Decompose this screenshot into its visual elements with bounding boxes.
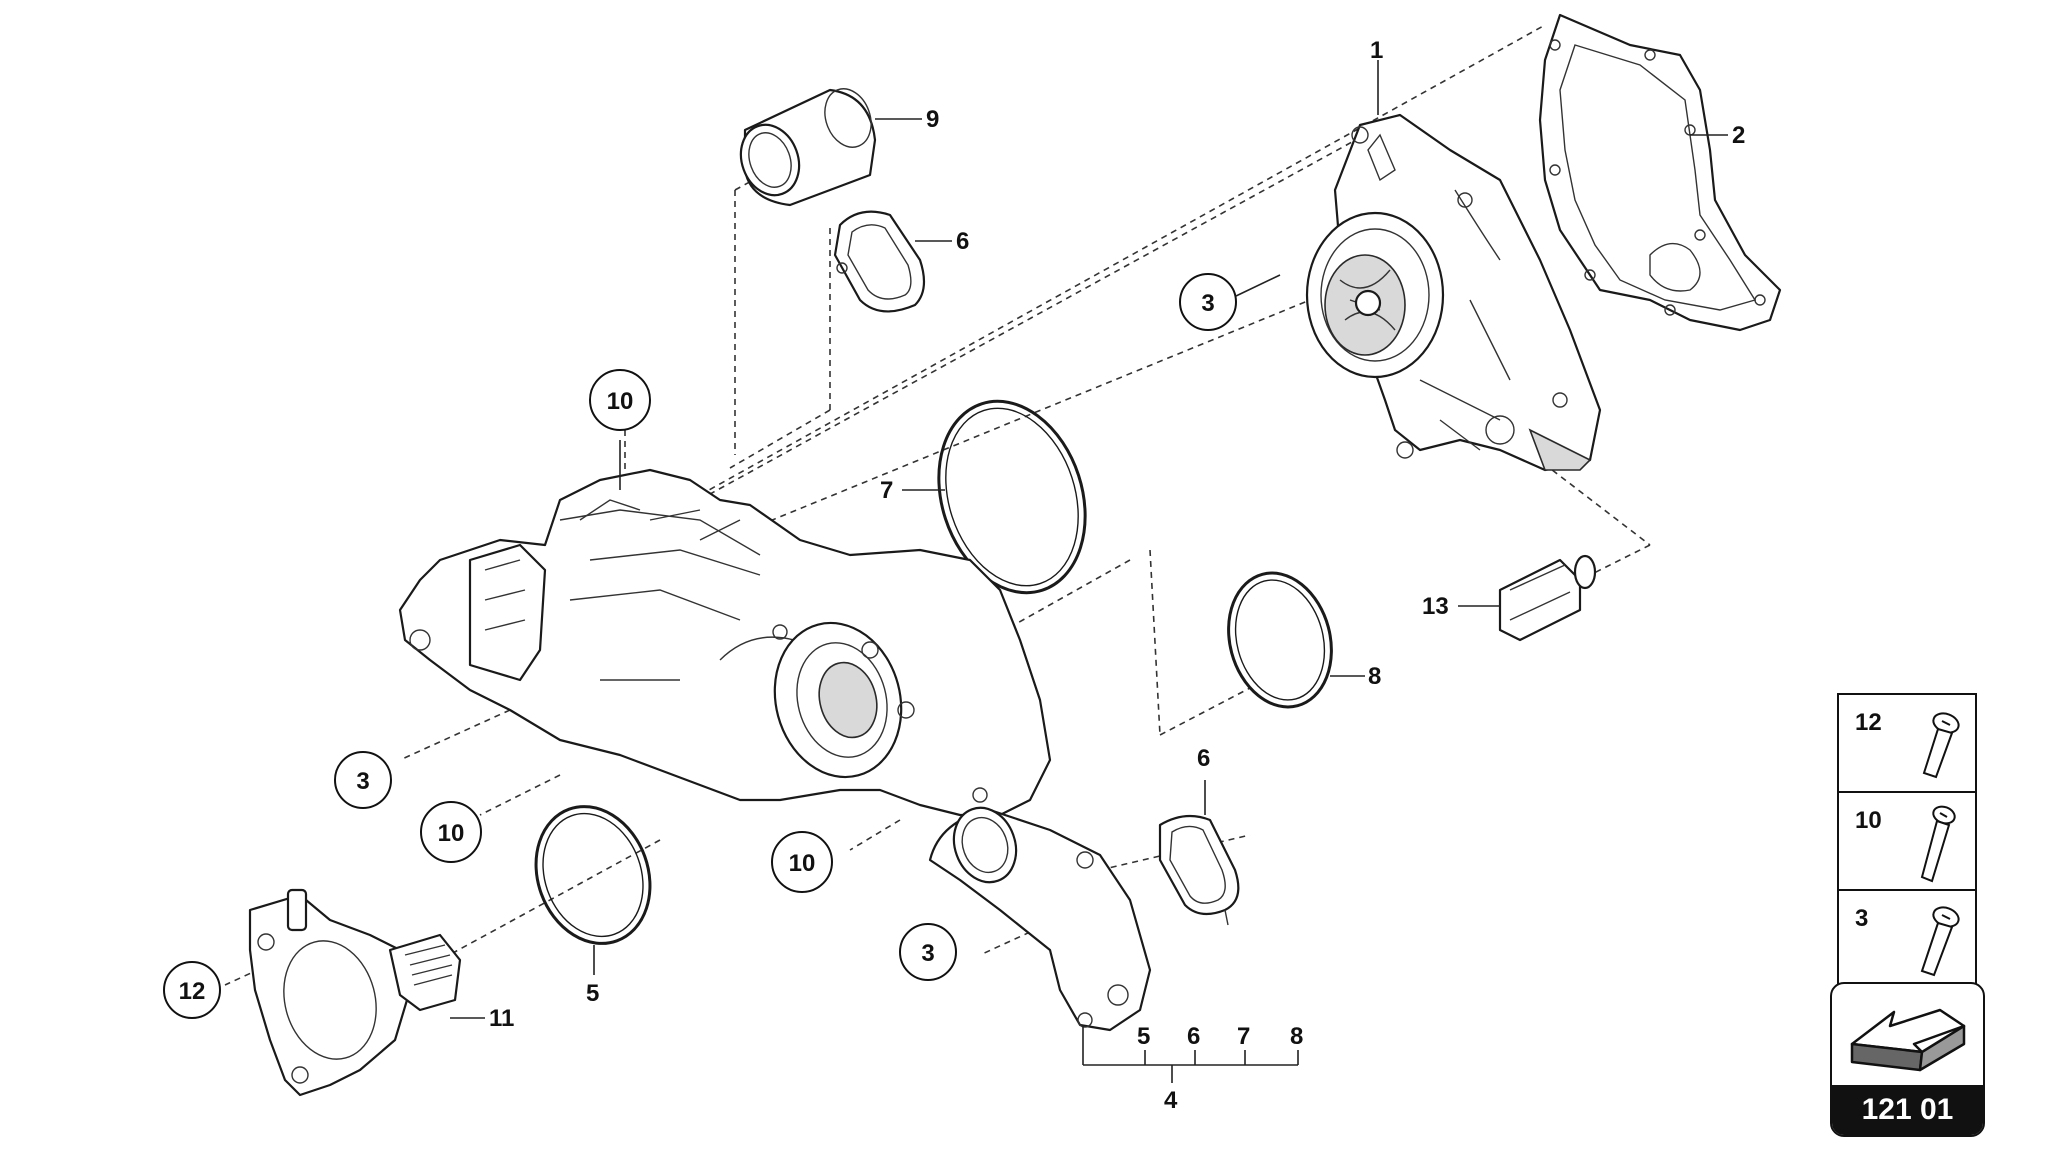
- callout-circle-12: 12: [163, 961, 221, 1019]
- kit-label-4: 4: [1164, 1087, 1178, 1114]
- callout-5: 5: [586, 980, 599, 1007]
- thermostat-part: [248, 888, 462, 1097]
- bolt-icon: [1920, 805, 1956, 883]
- callout-circle-10-mid: 10: [771, 831, 833, 893]
- outlet-pipe-part: [928, 806, 1152, 1032]
- sleeve-part: [739, 88, 877, 207]
- callout-6-bottom: 6: [1197, 745, 1210, 772]
- kit-label-5: 5: [1137, 1023, 1150, 1050]
- bolt-icon: [1920, 906, 1960, 977]
- page-reference-box[interactable]: 121 01: [1830, 982, 1985, 1137]
- callout-8: 8: [1368, 663, 1381, 690]
- seal-bottom-part: [1158, 814, 1240, 926]
- callout-circle-3-left: 3: [334, 751, 392, 809]
- gasket-part: [1538, 13, 1782, 332]
- o-ring-large-part: [937, 399, 1087, 595]
- callout-13: 13: [1422, 593, 1449, 620]
- o-ring-part: [1227, 571, 1333, 709]
- callout-12: 12: [179, 978, 206, 1005]
- legend-cell-3: 3: [1839, 891, 1975, 989]
- callout-7: 7: [880, 477, 893, 504]
- callout-3-pump: 3: [1201, 290, 1214, 317]
- callout-6-top: 6: [956, 228, 969, 255]
- seal-top-part: [833, 210, 926, 313]
- callout-3-bottom: 3: [921, 940, 934, 967]
- temperature-sensor-part: [1498, 554, 1597, 642]
- legend-number: 10: [1855, 807, 1882, 834]
- callout-circle-10-left: 10: [420, 801, 482, 863]
- callout-10-mid: 10: [789, 850, 816, 877]
- kit-label-7: 7: [1237, 1023, 1250, 1050]
- legend-cell-10: 10: [1839, 793, 1975, 891]
- callout-circle-10-top: 10: [589, 369, 651, 431]
- callout-9: 9: [926, 106, 939, 133]
- bolt-icon: [1922, 712, 1960, 779]
- legend-number: 12: [1855, 709, 1882, 736]
- callout-11: 11: [489, 1005, 514, 1032]
- callout-circle-3-bottom: 3: [899, 923, 957, 981]
- callout-1: 1: [1370, 37, 1383, 64]
- kit-label-8: 8: [1290, 1023, 1303, 1050]
- arrow-icon: [1850, 1008, 1966, 1072]
- legend-number: 3: [1855, 905, 1869, 932]
- kit-label-6: 6: [1187, 1023, 1200, 1050]
- legend-cell-12: 12: [1839, 695, 1975, 793]
- fastener-legend: 12 10 3: [1837, 693, 1977, 993]
- callout-10-left: 10: [438, 820, 465, 847]
- callout-2: 2: [1732, 122, 1745, 149]
- page-reference-number: 121 01: [1832, 1085, 1983, 1135]
- water-pump-part: [1305, 113, 1602, 472]
- callout-3-left: 3: [356, 768, 369, 795]
- leader-lines: [450, 60, 1728, 1083]
- callout-10-top: 10: [607, 388, 634, 415]
- coolant-housing-part: [398, 468, 1052, 817]
- callout-circle-3-pump: 3: [1179, 273, 1281, 331]
- ring-seal-part: [534, 805, 652, 945]
